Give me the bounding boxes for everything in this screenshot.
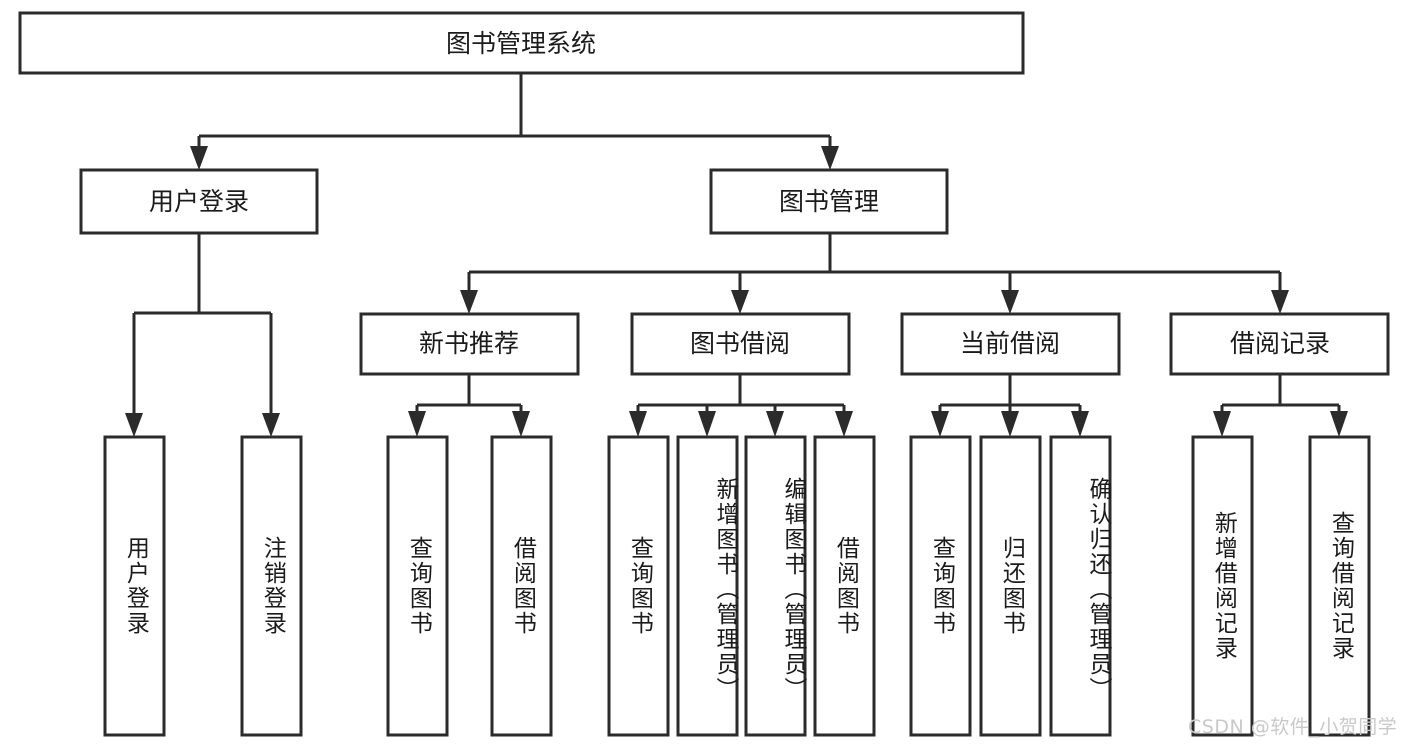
node-user-login-do-box[interactable]	[103, 435, 166, 737]
node-user-login[interactable]: 用户登录	[79, 168, 319, 235]
arrow-head-cb-query-book	[931, 411, 949, 437]
node-new-book-recommend-box[interactable]	[359, 312, 580, 376]
node-book-management[interactable]: 图书管理	[709, 168, 949, 235]
leaf-box-layer	[103, 435, 1371, 737]
arrow-head-book-borrow	[731, 290, 749, 314]
node-cb-confirm-return-box[interactable]	[1049, 435, 1112, 737]
node-cb-query-book-box[interactable]	[909, 435, 972, 737]
arrow-head-user-login	[190, 146, 208, 170]
node-nbr-query-book-box[interactable]	[386, 435, 449, 737]
node-root-label: 图书管理系统	[446, 29, 596, 58]
arrow-head-book-management	[821, 146, 839, 170]
node-borrow-records-label: 借阅记录	[1230, 329, 1330, 358]
node-user-login-box[interactable]	[79, 168, 319, 235]
arrow-head-nbr-borrow-book	[512, 411, 530, 437]
arrow-head-cb-return-book	[1001, 411, 1019, 437]
node-bb-query-book-box[interactable]	[607, 435, 670, 737]
node-book-borrow[interactable]: 图书借阅	[630, 312, 851, 376]
arrow-head-user-login-do	[125, 413, 143, 437]
node-borrow-records-box[interactable]	[1169, 312, 1390, 376]
connector-layer	[125, 73, 1348, 437]
node-nbr-borrow-book-box[interactable]	[490, 435, 553, 737]
arrow-head-bb-borrow-book	[835, 411, 853, 437]
node-new-book-recommend[interactable]: 新书推荐	[359, 312, 580, 376]
arrow-head-borrow-records	[1271, 290, 1289, 314]
node-borrow-records[interactable]: 借阅记录	[1169, 312, 1390, 376]
node-root-box[interactable]	[18, 11, 1025, 75]
node-cb-return-book-box[interactable]	[979, 435, 1042, 737]
arrow-head-new-book-recommend	[460, 290, 478, 314]
arrow-head-br-add-record	[1213, 411, 1231, 437]
node-current-borrow-label: 当前借阅	[960, 329, 1060, 358]
arrow-head-current-borrow	[1001, 290, 1019, 314]
node-user-login-label: 用户登录	[149, 187, 249, 216]
arrow-head-nbr-query-book	[408, 411, 426, 437]
node-br-query-record-box[interactable]	[1308, 435, 1371, 737]
node-bb-add-book-box[interactable]	[676, 435, 739, 737]
node-new-book-recommend-label: 新书推荐	[419, 329, 519, 358]
node-br-add-record-box[interactable]	[1191, 435, 1254, 737]
arrow-head-cb-confirm-return	[1071, 411, 1089, 437]
node-book-management-label: 图书管理	[779, 187, 879, 216]
arrow-head-bb-edit-book	[766, 411, 784, 437]
node-user-logout-box[interactable]	[240, 435, 303, 737]
arrow-head-br-query-record	[1330, 411, 1348, 437]
csdn-watermark: CSDN @软件_小贺同学	[1188, 716, 1398, 738]
arrow-head-bb-add-book	[698, 411, 716, 437]
arrow-head-bb-query-book	[629, 411, 647, 437]
node-bb-edit-book-box[interactable]	[744, 435, 807, 737]
arrow-head-user-logout	[262, 413, 280, 437]
node-current-borrow-box[interactable]	[900, 312, 1121, 376]
node-book-borrow-label: 图书借阅	[690, 329, 790, 358]
node-bb-borrow-book-box[interactable]	[813, 435, 876, 737]
node-root[interactable]: 图书管理系统	[18, 11, 1025, 75]
node-current-borrow[interactable]: 当前借阅	[900, 312, 1121, 376]
node-book-management-box[interactable]	[709, 168, 949, 235]
node-book-borrow-box[interactable]	[630, 312, 851, 376]
